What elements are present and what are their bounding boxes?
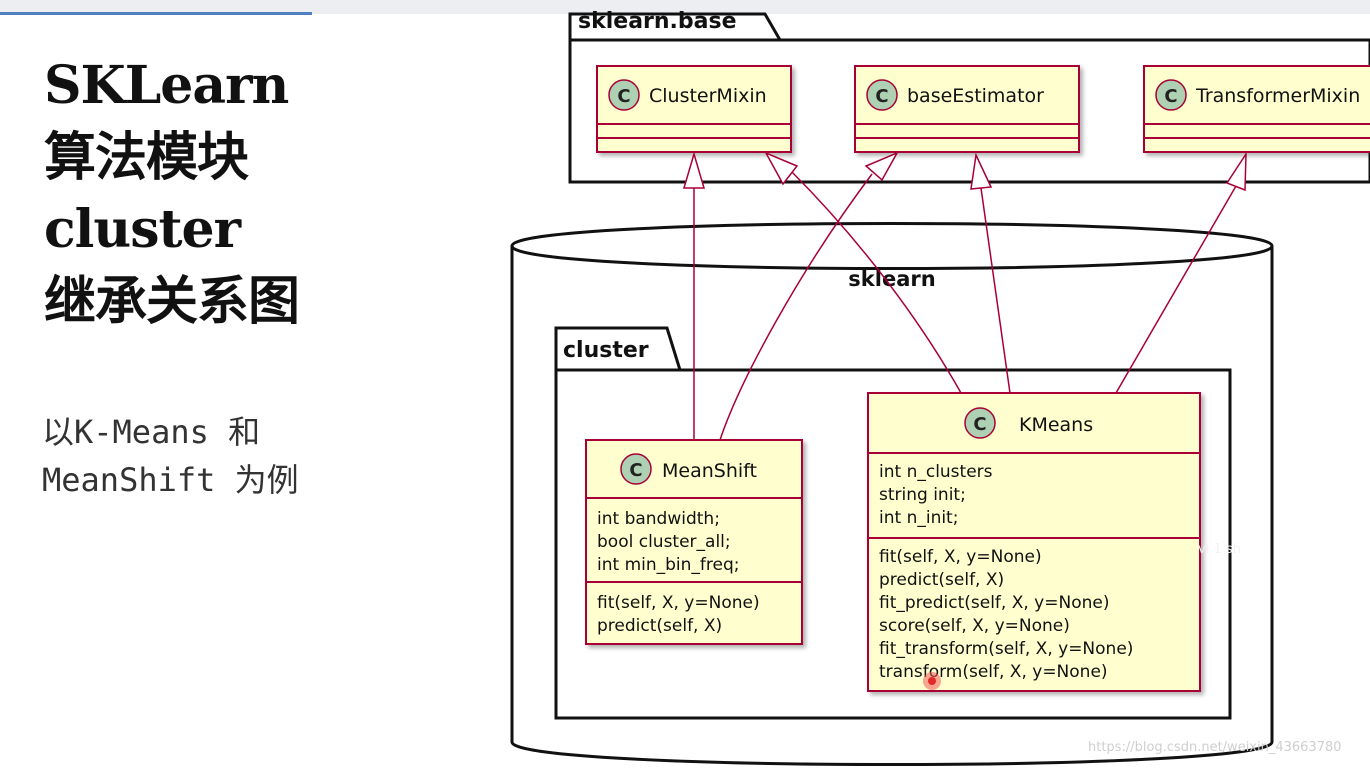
cursor-pointer-icon [923,672,941,690]
arrow-head-icon [864,151,899,182]
slide-subtitle: 以K-Means 和 MeanShift 为例 [42,408,299,504]
package-label-sklearn-base: sklearn.base [578,9,737,34]
field: int min_bin_freq; [597,555,740,575]
field: int n_clusters [879,462,993,482]
top-accent-line [0,12,312,15]
method: fit_transform(self, X, y=None) [879,639,1133,659]
field: bool cluster_all; [597,532,731,552]
class-badge-icon [1155,79,1187,111]
title-line-3: cluster [44,199,241,260]
overlay-text: vi 1 sh [1198,542,1241,557]
method: predict(self, X) [597,616,722,636]
watermark: https://blog.csdn.net/weixin_43663780 [1088,740,1342,755]
field: int bandwidth; [597,509,720,529]
class-name-kmeans: KMeans [1019,414,1093,436]
class-name-base-estimator: baseEstimator [907,85,1044,107]
class-badge-letter: C [973,414,986,435]
class-name-transformer-mixin: TransformerMixin [1195,85,1360,107]
title-line-2: 算法模块 [44,127,249,188]
arrow-kmeans-transformermixin [1115,185,1237,394]
top-strip [0,0,1370,14]
arrow-head-icon [764,151,799,186]
arrow-kmeans-clustermixin [789,169,962,394]
inheritance-arrows [682,151,1247,441]
class-cluster-mixin: C ClusterMixin [596,65,792,153]
method: score(self, X, y=None) [879,616,1070,636]
subtitle-line-1: 以K-Means 和 [42,413,261,451]
arrow-meanshift-baseestimator [719,173,873,441]
package-label-cluster: cluster [563,338,649,363]
class-name-cluster-mixin: ClusterMixin [649,85,767,107]
field: int n_init; [879,508,958,528]
method: transform(self, X, y=None) [879,662,1108,682]
field: string init; [879,485,966,505]
arrow-kmeans-baseestimator [980,187,1011,394]
title-line-4: 继承关系图 [44,271,300,332]
class-badge-icon [620,453,652,485]
class-badge-letter: C [629,460,642,481]
method: predict(self, X) [879,570,1004,590]
method: fit_predict(self, X, y=None) [879,593,1109,613]
class-badge-icon [608,79,640,111]
class-badge-letter: C [875,86,888,107]
class-meanshift: C MeanShift int bandwidth; bool cluster_… [585,439,803,645]
arrow-head-icon [1225,151,1247,192]
class-name-meanshift: MeanShift [662,460,757,482]
subtitle-line-2: MeanShift 为例 [42,461,299,499]
title-line-1: SKLearn [44,55,289,116]
class-transformer-mixin: C TransformerMixin [1143,65,1370,153]
slide-title: SKLearn 算法模块 cluster 继承关系图 [44,50,300,338]
method: fit(self, X, y=None) [879,547,1042,567]
class-badge-letter: C [1164,86,1177,107]
class-base-estimator: C baseEstimator [854,65,1080,153]
class-badge-icon [866,79,898,111]
arrow-head-icon [682,151,706,189]
arrow-head-icon [970,152,993,190]
class-badge-letter: C [617,86,630,107]
class-badge-icon [964,407,996,439]
method: fit(self, X, y=None) [597,593,760,613]
class-kmeans: C KMeans int n_clusters string init; int… [867,392,1201,692]
